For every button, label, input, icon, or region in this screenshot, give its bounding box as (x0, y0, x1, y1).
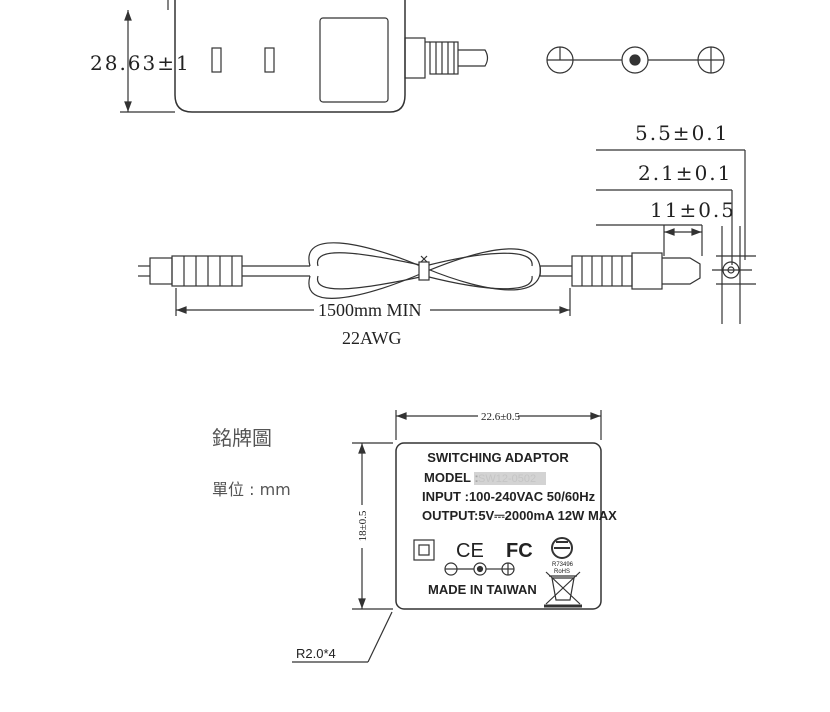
label-width-dim: 22.6±0.5 (481, 411, 521, 423)
dc-outer-label: 5.5±0.1 (635, 121, 729, 145)
dc-plug-dimensions (596, 149, 756, 324)
bsmi-icon (551, 537, 573, 559)
cable-assembly (138, 242, 740, 299)
weee-bin-icon (544, 571, 582, 608)
corner-radius-label: R2.0*4 (296, 646, 336, 661)
nameplate-label (292, 410, 602, 663)
cable-gauge-label: 22AWG (342, 328, 402, 348)
double-insulation-icon (413, 539, 435, 561)
plug-height-label: 28.63±1 (90, 51, 191, 75)
label-height-dim: 18±0.5 (357, 510, 369, 541)
cable-length-dimension (175, 288, 571, 316)
input-line: INPUT :100-240VAC 50/60Hz (422, 489, 596, 504)
dc-length-label: 11±0.5 (650, 198, 736, 222)
model-blurred (474, 472, 546, 485)
plug-pin-right (264, 47, 275, 73)
plug-pin-left (211, 47, 222, 73)
adapter-body (174, 0, 489, 113)
output-line: OUTPUT:5V⎓2000mA 12W MAX (422, 508, 617, 523)
dc-inner-label: 2.1±0.1 (638, 161, 732, 185)
ce-mark: CE (456, 540, 484, 562)
plug-height-dimension (120, 0, 175, 113)
model-prefix: MODEL : (424, 470, 479, 485)
nameplate-legend-title: 銘牌圖 (212, 426, 272, 450)
polarity-symbol (546, 46, 725, 74)
rohs-label: RoHS (554, 569, 570, 575)
fc-mark: FC (506, 540, 533, 562)
model-value: SW12-0502 (478, 473, 536, 485)
made-in-label: MADE IN TAIWAN (428, 582, 537, 597)
nameplate-title: SWITCHING ADAPTOR (427, 450, 569, 465)
cable-length-label: 1500mm MIN (318, 300, 422, 320)
bsmi-code: R73496 (552, 562, 574, 568)
unit-legend: 單位 : mm (212, 480, 291, 499)
